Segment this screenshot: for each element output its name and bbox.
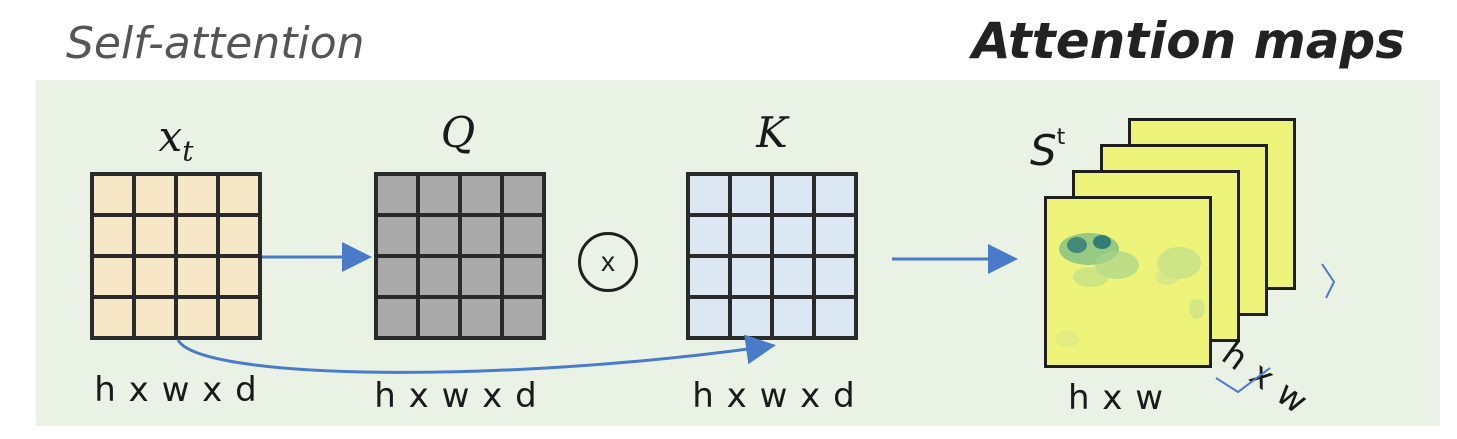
matrix-cell bbox=[134, 215, 176, 256]
map-dims-bottom-label: h x w bbox=[1067, 378, 1165, 418]
matrix-cell bbox=[418, 256, 460, 297]
matrix-cell bbox=[460, 256, 502, 297]
matrix-cell bbox=[502, 297, 544, 338]
matrix-cell bbox=[134, 174, 176, 215]
matrix-cell bbox=[730, 256, 772, 297]
matrix-cell bbox=[688, 297, 730, 338]
k-matrix-label: K bbox=[756, 108, 788, 157]
x-to-k-arrow bbox=[176, 334, 776, 374]
matrix-cell bbox=[772, 256, 814, 297]
matrix-cell bbox=[502, 174, 544, 215]
matrix-cell bbox=[218, 297, 260, 338]
q-matrix-grid bbox=[374, 172, 546, 340]
matrix-cell bbox=[460, 215, 502, 256]
x-matrix-label: xt bbox=[116, 112, 236, 167]
matrix-cell bbox=[418, 215, 460, 256]
matrix-cell bbox=[772, 297, 814, 338]
matrix-cell bbox=[176, 297, 218, 338]
matrix-cell bbox=[92, 174, 134, 215]
attention-map-1 bbox=[1044, 196, 1212, 368]
matrix-cell bbox=[730, 174, 772, 215]
q-dims-label: h x w x d bbox=[374, 376, 538, 416]
q-matrix-label: Q bbox=[440, 108, 476, 157]
matrix-cell bbox=[814, 174, 856, 215]
matrix-cell bbox=[772, 174, 814, 215]
matrix-cell bbox=[730, 215, 772, 256]
matrix-cell bbox=[460, 297, 502, 338]
matrix-cell bbox=[418, 297, 460, 338]
matrix-cell bbox=[218, 174, 260, 215]
x-dims-label: h x w x d bbox=[94, 370, 258, 410]
matrix-cell bbox=[176, 256, 218, 297]
matrix-cell bbox=[134, 297, 176, 338]
matrix-cell bbox=[418, 174, 460, 215]
matrix-cell bbox=[218, 256, 260, 297]
matrix-cell bbox=[814, 215, 856, 256]
attention-map-label: St bbox=[1030, 125, 1066, 175]
map-label-superscript: t bbox=[1056, 125, 1066, 150]
attention-maps-title: Attention maps bbox=[971, 12, 1405, 70]
matrix-cell bbox=[176, 174, 218, 215]
multiply-operator: x bbox=[578, 232, 638, 292]
matrix-cell bbox=[688, 174, 730, 215]
x-matrix-grid bbox=[90, 172, 262, 340]
matrix-cell bbox=[92, 215, 134, 256]
self-attention-title: Self-attention bbox=[66, 18, 365, 69]
matrix-cell bbox=[688, 215, 730, 256]
matrix-cell bbox=[92, 297, 134, 338]
matrix-cell bbox=[376, 297, 418, 338]
matrix-cell bbox=[176, 215, 218, 256]
k-matrix-grid bbox=[686, 172, 858, 340]
matrix-cell bbox=[814, 297, 856, 338]
matrix-cell bbox=[772, 215, 814, 256]
matrix-cell bbox=[92, 256, 134, 297]
side-bracket-top bbox=[1321, 263, 1336, 299]
x-label-subscript: t bbox=[182, 134, 194, 168]
x-label-base: x bbox=[158, 112, 183, 161]
matrix-cell bbox=[814, 256, 856, 297]
arrows-overlay bbox=[176, 242, 1336, 394]
attention-heatmap-pattern bbox=[1047, 199, 1209, 365]
matrix-cell bbox=[502, 215, 544, 256]
matrix-cell bbox=[502, 256, 544, 297]
matrix-cell bbox=[688, 256, 730, 297]
matrix-cell bbox=[376, 256, 418, 297]
matrix-cell bbox=[218, 215, 260, 256]
side-bracket-bottom bbox=[1215, 367, 1271, 394]
matrix-cell bbox=[460, 174, 502, 215]
map-label-base: S bbox=[1030, 126, 1057, 175]
k-dims-label: h x w x d bbox=[692, 376, 856, 416]
matrix-cell bbox=[134, 256, 176, 297]
matrix-cell bbox=[376, 174, 418, 215]
matrix-cell bbox=[376, 215, 418, 256]
